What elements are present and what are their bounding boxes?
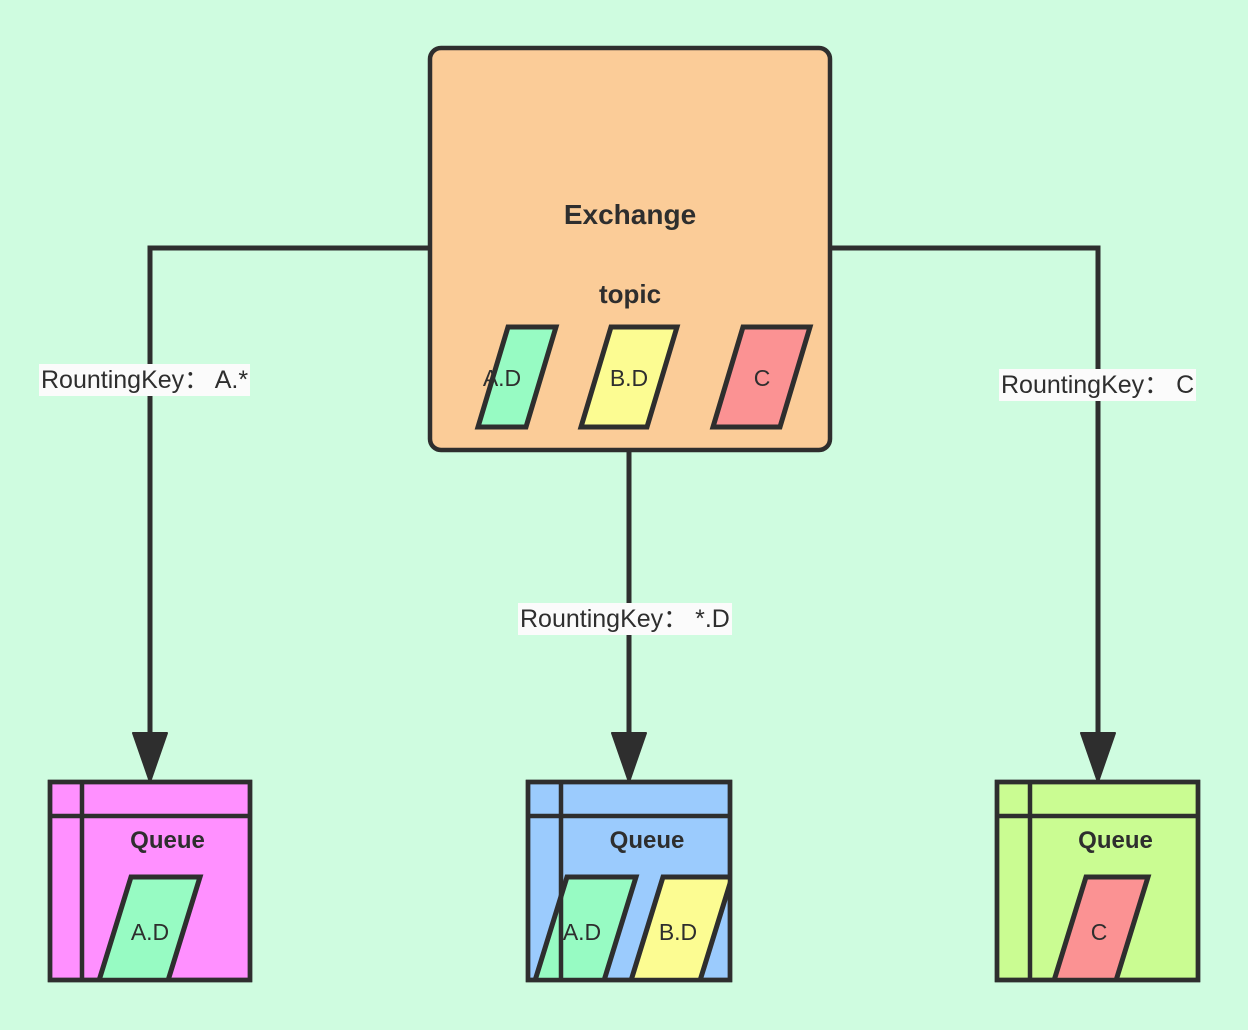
exchange-subtitle: topic [598, 279, 662, 309]
exchange-message-shape-1[interactable] [577, 324, 681, 430]
queue-node-2[interactable] [994, 779, 1201, 1000]
queue-0-message-label-0: A.D [130, 919, 170, 945]
queue-1-message-label-0: A.D [562, 919, 602, 945]
queue-title-0: Queue [130, 827, 205, 854]
binding-label-2: RountingKey： C [999, 369, 1197, 401]
exchange-message-label-1: B.D [609, 365, 649, 391]
connector-right [830, 245, 1116, 783]
exchange-node[interactable] [427, 45, 833, 453]
queue-title-2: Queue [1078, 827, 1153, 854]
queue-1-message-label-1: B.D [658, 919, 698, 945]
exchange-title: Exchange [563, 199, 697, 230]
queue-title-1: Queue [609, 827, 685, 854]
binding-label-1: RountingKey： *.D [518, 603, 732, 635]
exchange-message-shape-0[interactable] [474, 324, 560, 430]
connector-middle [611, 450, 647, 783]
queue-1-message-shape-1[interactable] [625, 874, 732, 1000]
queue-node-1[interactable] [525, 779, 733, 1000]
queue-0-message-shape-0[interactable] [93, 874, 204, 1000]
queue-2-message-shape-0[interactable] [1048, 874, 1152, 1000]
exchange-message-label-2: C [753, 365, 771, 391]
connector-left [132, 245, 430, 783]
queue-node-0[interactable] [47, 779, 253, 1000]
exchange-message-label-0: A.D [482, 365, 522, 391]
exchange-message-shape-2[interactable] [709, 324, 814, 430]
binding-label-0: RountingKey： A.* [39, 364, 251, 396]
queue-2-message-label-0: C [1090, 919, 1108, 945]
